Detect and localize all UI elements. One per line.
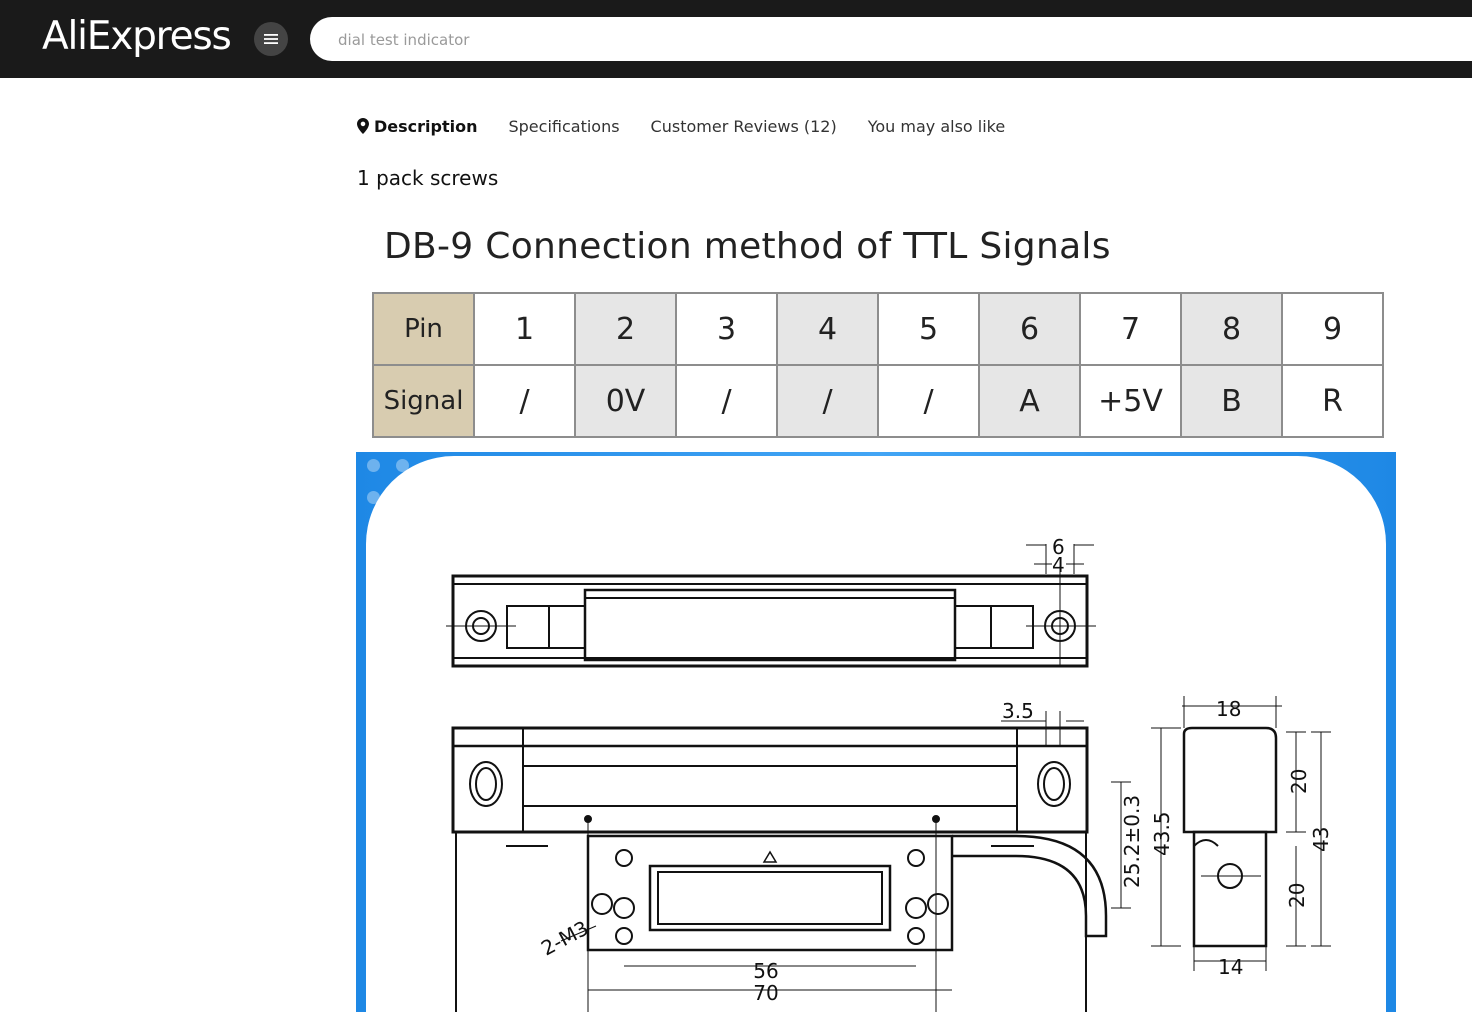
description-tabs: Description Specifications Customer Revi…	[357, 112, 1036, 140]
pin-cell: 8	[1180, 292, 1283, 366]
dimension-drawing: 6 4 3.5 18 56 70 14 2-M3 25.2±0.3 43.5 2…	[446, 535, 1333, 1012]
dim-14: 14	[1218, 955, 1243, 979]
dim-18: 18	[1216, 697, 1241, 721]
signal-cell: R	[1281, 364, 1384, 438]
signal-cell: 0V	[574, 364, 677, 438]
signal-cell: A	[978, 364, 1081, 438]
pin-row: Pin 1 2 3 4 5 6 7 8 9	[372, 292, 1384, 366]
dim-70: 70	[753, 981, 778, 1005]
dim-3-5: 3.5	[1002, 699, 1034, 723]
search-input[interactable]	[336, 17, 940, 63]
pin-cell: 7	[1079, 292, 1182, 366]
pack-text: 1 pack screws	[357, 166, 499, 190]
signal-cell: /	[877, 364, 980, 438]
pin-cell: 5	[877, 292, 980, 366]
technical-drawing-frame: 6 4 3.5 18 56 70 14 2-M3 25.2±0.3 43.5 2…	[356, 452, 1396, 1012]
pin-cell: 2	[574, 292, 677, 366]
dim-20-top: 20	[1287, 769, 1311, 794]
dim-43: 43	[1309, 827, 1333, 852]
tab-customer-reviews[interactable]: Customer Reviews (12)	[651, 117, 837, 136]
dim-20-bottom: 20	[1285, 883, 1309, 908]
pin-cell: 6	[978, 292, 1081, 366]
hamburger-icon	[264, 34, 278, 44]
dim-43-5: 43.5	[1150, 811, 1174, 856]
search-bar[interactable]	[310, 17, 1472, 63]
side-view	[1151, 696, 1331, 971]
pin-cell: 9	[1281, 292, 1384, 366]
signal-cell: /	[776, 364, 879, 438]
tab-specifications-label: Specifications	[508, 116, 620, 136]
aliexpress-logo[interactable]: AliExpress	[42, 14, 232, 59]
pin-cell: 1	[473, 292, 576, 366]
signal-row: Signal / 0V / / / A +5V B R	[372, 364, 1384, 438]
pin-cell: 4	[776, 292, 879, 366]
dim-4: 4	[1052, 553, 1065, 577]
signal-cell: +5V	[1079, 364, 1182, 438]
tab-specifications[interactable]: Specifications	[508, 117, 619, 136]
top-bar: AliExpress	[0, 0, 1472, 78]
tab-you-may-also-like[interactable]: You may also like	[868, 117, 1006, 136]
dim-56: 56	[753, 959, 778, 983]
tab-customer-reviews-label: Customer Reviews (12)	[650, 116, 837, 136]
dim-6: 6	[1052, 535, 1065, 559]
pin-header-cell: Pin	[372, 292, 475, 366]
signal-cell: /	[675, 364, 778, 438]
tab-description[interactable]: Description	[357, 117, 477, 136]
pin-cell: 3	[675, 292, 778, 366]
menu-button[interactable]	[254, 22, 288, 56]
pin-signal-table: Pin 1 2 3 4 5 6 7 8 9 Signal / 0V / / / …	[372, 292, 1384, 438]
signal-cell: /	[473, 364, 576, 438]
dim-25-2: 25.2±0.3	[1120, 795, 1144, 888]
connection-heading: DB-9 Connection method of TTL Signals	[384, 226, 1111, 267]
signal-header-cell: Signal	[372, 364, 475, 438]
location-pin-icon	[357, 118, 369, 134]
tab-description-label: Description	[374, 116, 478, 136]
front-view	[451, 711, 1131, 1012]
tab-you-may-also-like-label: You may also like	[867, 116, 1006, 136]
dim-2-m3: 2-M3	[537, 916, 592, 961]
decorative-dot	[367, 459, 380, 472]
signal-cell: B	[1180, 364, 1283, 438]
decorative-dot	[396, 459, 409, 472]
drawing-panel: 6 4 3.5 18 56 70 14 2-M3 25.2±0.3 43.5 2…	[366, 456, 1386, 1012]
top-view	[446, 544, 1096, 668]
